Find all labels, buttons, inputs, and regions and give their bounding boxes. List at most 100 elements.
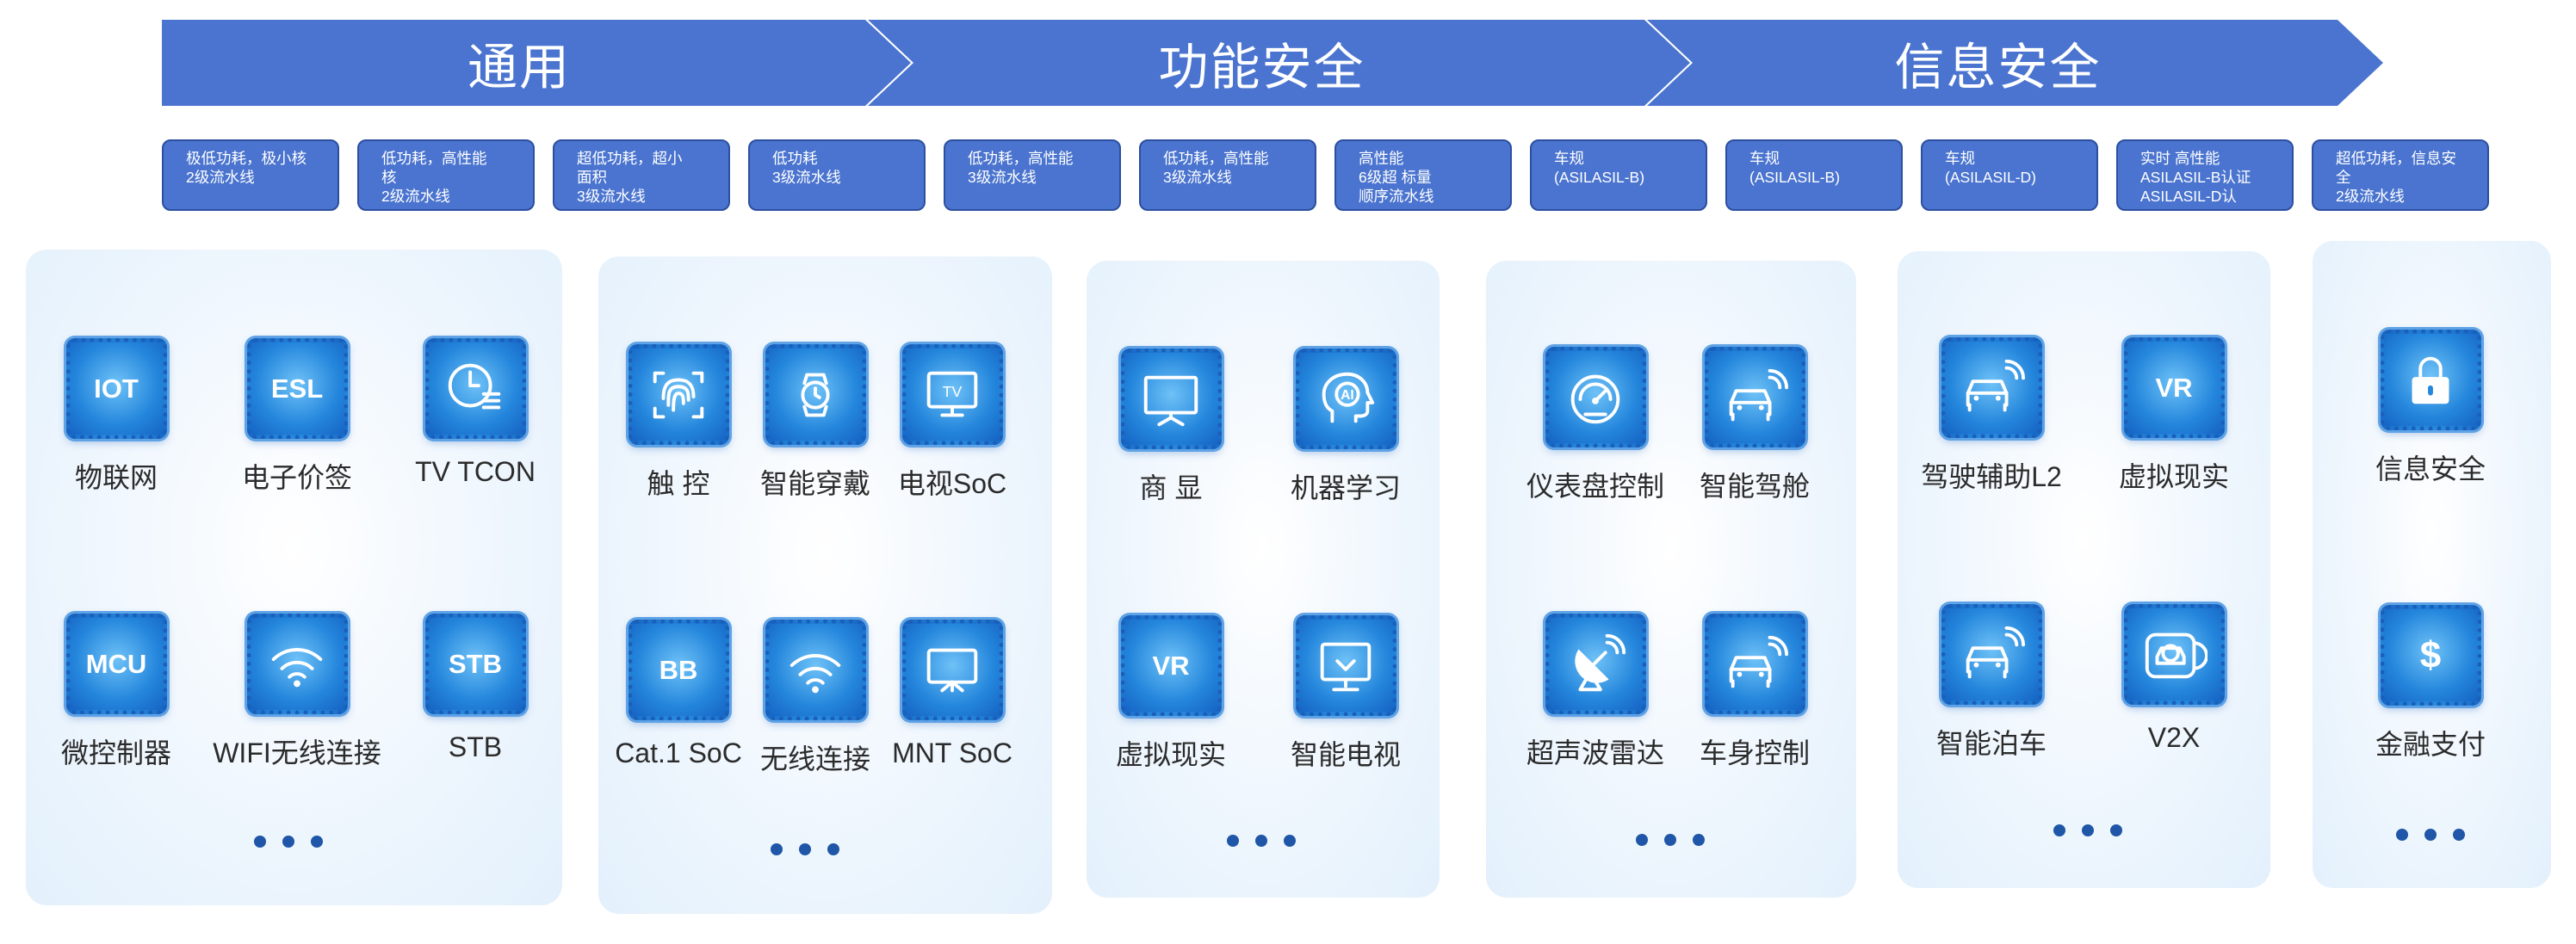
spec-line: ASILASIL-D认 [2140, 188, 2237, 205]
application-tile: 触 控 [584, 344, 773, 502]
chip-text: $ [2419, 633, 2442, 676]
application-tile: 驾驶辅助L2 [1897, 337, 2086, 495]
more-ellipsis [2396, 826, 2465, 843]
chip-text: IOT [94, 373, 139, 404]
application-tile: VR 虚拟现实 [2079, 337, 2269, 495]
radar-dish-icon [1545, 614, 1646, 714]
application-tile: 仪表盘控制 [1501, 347, 1690, 504]
banner-information-security: 信息安全 [1647, 20, 2383, 106]
dollar-icon: $ [2380, 605, 2481, 706]
application-label: 智能穿戴 [759, 468, 870, 499]
application-label: 商 显 [1139, 472, 1203, 503]
ellipsis-dot [2453, 829, 2465, 841]
ellipsis-dot [1284, 835, 1296, 847]
vr-chip-icon: VR [2123, 337, 2225, 438]
spec-line: 3级流水线 [968, 169, 1037, 186]
banner-general: 通用 [162, 20, 911, 106]
spec-line: 2级流水线 [186, 169, 255, 186]
smartwatch-icon [765, 344, 866, 445]
application-label: 超声波雷达 [1526, 737, 1664, 768]
spec-line: 车规 [1945, 150, 1975, 167]
application-tile: IOT 物联网 [22, 338, 211, 496]
ellipsis-dot [2053, 824, 2065, 836]
application-label: 物联网 [74, 462, 158, 493]
svg-text:AI: AI [1341, 388, 1354, 403]
application-label: 智能驾舱 [1699, 471, 1810, 502]
application-tile: $ 金融支付 [2336, 605, 2525, 762]
display-icon [1120, 349, 1222, 449]
application-label: 智能电视 [1290, 739, 1401, 770]
esl-chip-icon: ESL [246, 338, 348, 439]
ellipsis-dot [1227, 835, 1239, 847]
application-label: 车身控制 [1699, 737, 1810, 768]
application-tile: MNT SoC [858, 620, 1047, 769]
chip-text: STB [449, 648, 502, 679]
spec-line: 低功耗，高性能 [381, 150, 487, 167]
application-label: 金融支付 [2375, 729, 2486, 760]
application-label: 虚拟现实 [1115, 739, 1226, 770]
chip-text: ESL [270, 373, 324, 404]
spec-line: 实时 高性能 [2140, 150, 2220, 167]
chip-text: BB [659, 654, 698, 685]
fingerprint-icon [628, 344, 729, 445]
application-tile: 超声波雷达 [1501, 614, 1690, 771]
ellipsis-dot [2082, 824, 2094, 836]
spec-line: 6级超 标量 [1359, 169, 1432, 186]
iot-chip-icon: IOT [65, 338, 167, 439]
banner-information-security-label: 信息安全 [1894, 40, 2102, 96]
spec-line: (ASILASIL-B) [1749, 169, 1841, 186]
stb-chip-icon: STB [424, 614, 526, 714]
application-label: 仪表盘控制 [1526, 471, 1664, 502]
ellipsis-dot [254, 836, 266, 848]
ellipsis-dot [2110, 824, 2122, 836]
application-tile: 智能泊车 [1897, 604, 2086, 762]
ellipsis-dot [1664, 834, 1676, 846]
application-tile: V2X [2079, 604, 2269, 754]
ellipsis-dot [1693, 834, 1705, 846]
application-label: TV TCON [415, 456, 536, 487]
application-tile: 车身控制 [1660, 614, 1849, 771]
application-tile: VR 虚拟现实 [1076, 615, 1266, 773]
spec-line: 全 [2336, 169, 2351, 186]
ellipsis-dot [1636, 834, 1648, 846]
ellipsis-dot [2396, 829, 2408, 841]
ellipsis-dot [282, 836, 294, 848]
more-ellipsis [771, 841, 839, 858]
more-ellipsis [2053, 822, 2122, 839]
wifi-icon [246, 614, 348, 714]
application-label: 触 控 [647, 468, 710, 499]
application-label: MNT SoC [892, 737, 1012, 768]
tv-tcon-icon [424, 338, 526, 439]
application-label: 机器学习 [1290, 472, 1401, 503]
ellipsis-dot [799, 843, 811, 855]
spec-line: 高性能 [1359, 150, 1404, 167]
bb-chip-icon: BB [628, 620, 729, 720]
spec-line: (ASILASIL-B) [1554, 169, 1645, 186]
application-label: 无线连接 [759, 743, 870, 774]
banner-functional-safety-label: 功能安全 [1158, 40, 1365, 96]
spec-line: ASILASIL-B认证 [2140, 169, 2251, 186]
spec-box-10: 车规(ASILASIL-D) [1921, 139, 2098, 211]
application-label: 电视SoC [897, 468, 1007, 499]
application-tile: 信息安全 [2336, 330, 2525, 487]
application-label: 智能泊车 [1935, 728, 2047, 759]
application-label: 虚拟现实 [2118, 461, 2229, 492]
spec-line: 车规 [1749, 150, 1780, 167]
chip-text: VR [1152, 650, 1190, 681]
spec-box-8: 车规(ASILASIL-B) [1530, 139, 1707, 211]
ellipsis-dot [1255, 835, 1267, 847]
spec-line: 3级流水线 [1163, 169, 1232, 186]
spec-line: 3级流水线 [577, 188, 646, 205]
wifi-icon [765, 620, 866, 720]
application-tile: WIFI无线连接 [202, 614, 392, 771]
spec-line: 顺序流水线 [1359, 188, 1434, 205]
